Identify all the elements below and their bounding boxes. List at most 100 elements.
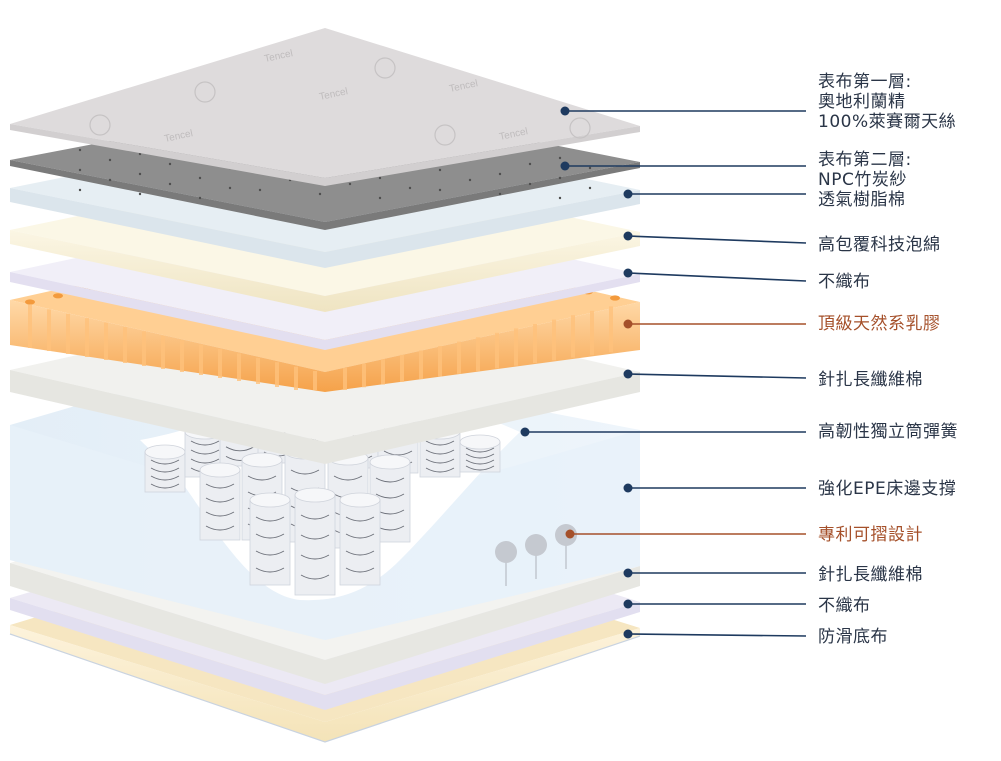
label-base: 防滑底布 [818,627,888,647]
spring-wire [205,525,235,531]
latex-hole [610,295,620,301]
charcoal-dot [138,172,142,176]
label-line: 透氣樹脂棉 [818,190,906,210]
spring-wire [190,449,220,455]
spring-top [294,487,336,503]
charcoal-dot [228,186,232,190]
tencel-leaf-icon [434,124,456,146]
charcoal-dot [258,188,262,192]
spring-wire [150,467,180,473]
spring-coil [249,492,291,586]
leader-lines [520,106,807,639]
patent-fold-markers [495,524,577,586]
spring-coil [144,444,186,493]
label-line: 強化EPE床邊支撐 [818,479,957,499]
charcoal-dot [108,178,112,182]
leader-dot [560,161,570,171]
leader-line [627,373,807,379]
label-line: 表布第一層: [818,72,912,92]
spring-coil [459,434,501,473]
spring-wire [345,550,375,556]
label-nonwoven-top: 不織布 [818,272,871,292]
label-fiber-bottom: 針扎長纖維棉 [818,565,923,585]
label-line: 不織布 [818,596,871,616]
spring-pocket [199,469,241,541]
charcoal-dot [498,172,502,176]
spring-wire [150,459,180,465]
charcoal-dot [78,148,82,152]
spring-pocket [249,499,291,586]
spring-top [459,434,501,450]
label-line: 專利可摺設計 [818,525,923,545]
spring-wire [345,567,375,573]
label-fiber-top: 針扎長纖維棉 [818,370,923,390]
spring-coil [294,487,336,596]
spring-top [249,492,291,508]
latex-hole [25,299,35,305]
leader-dot [623,189,633,199]
spring-wire [375,477,405,483]
spring-top [241,452,283,468]
tencel-leaf-icon [89,114,111,136]
label-line: 針扎長纖維棉 [818,565,923,585]
leader-dot [623,568,633,578]
charcoal-dot [438,188,442,192]
charcoal-dot [588,186,592,190]
patent-ball [495,541,517,563]
label-springs: 高韌性獨立筒彈簧 [818,422,958,442]
charcoal-dot [198,176,202,180]
spring-top [369,454,411,470]
charcoal-dot [168,182,172,186]
spring-wire [205,483,235,489]
label-cover-second: 表布第二層: NPC竹炭紗 透氣樹脂棉 [818,150,912,210]
spring-pocket [339,499,381,586]
charcoal-dot [378,176,382,180]
leader-line [627,633,807,637]
spring-wire [300,554,330,560]
spring-wire [225,446,255,452]
charcoal-dot [528,162,532,166]
label-line: 高包覆科技泡綿 [818,235,941,255]
charcoal-dot [558,196,562,200]
spring-coil [199,462,241,541]
spring-wire [425,440,455,446]
spring-wire [425,458,455,464]
spring-top [339,492,381,508]
spring-wire [375,493,405,499]
spring-wire [150,483,180,489]
charcoal-dot [558,156,562,160]
label-line: 奧地利蘭精 [818,92,906,112]
leader-dot [623,231,633,241]
leader-dot [565,529,575,539]
spring-wire [190,440,220,446]
spring-wire [150,475,180,481]
label-line: 頂級天然系乳膠 [818,314,941,334]
charcoal-dot [408,186,412,190]
charcoal-dot [108,158,112,162]
charcoal-dot [348,182,352,186]
leader-line [627,235,807,244]
label-nonwoven-bottom: 不織布 [818,596,871,616]
spring-wire [333,475,363,481]
label-latex: 頂級天然系乳膠 [818,314,941,334]
spring-wire [205,497,235,503]
charcoal-dot [468,178,472,182]
spring-wire [190,458,220,464]
leader-dot [623,369,633,379]
spring-wire [465,465,495,471]
spring-wire [255,567,285,573]
leader-dot [560,106,570,116]
leader-line [627,272,807,282]
label-line: 防滑底布 [818,627,888,647]
label-cover-first: 表布第一層: 奧地利蘭精 100%萊賽爾天絲 [818,72,956,132]
spring-wire [300,534,330,540]
spring-wire [425,467,455,473]
charcoal-dot [558,176,562,180]
spring-top [199,462,241,478]
label-line: 針扎長纖維棉 [818,370,923,390]
label-line: 高韌性獨立筒彈簧 [818,422,958,442]
leader-dot [623,268,633,278]
spring-top [144,444,186,460]
